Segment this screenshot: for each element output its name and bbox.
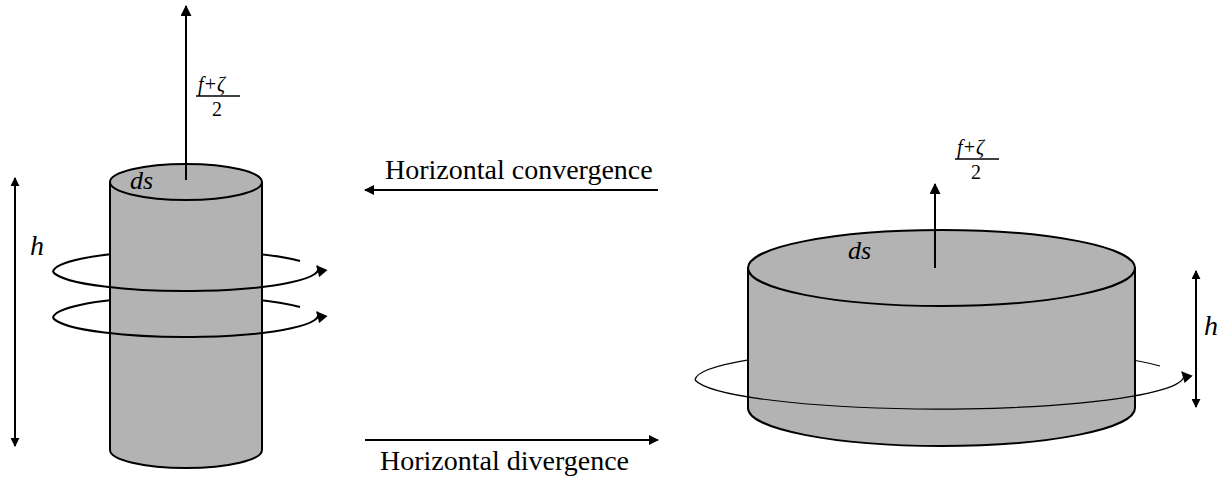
fluid-column: ds [110,164,262,468]
area-label: ds [130,168,153,194]
fraction-term: f+ζ [957,137,984,157]
vorticity-arrow [185,6,187,180]
area-label: ds [848,238,871,264]
flow-label: Horizontal convergence [385,156,653,184]
fraction-term: 2 [212,99,222,119]
height-label: h [30,232,44,260]
height-arrow [1195,271,1197,407]
cylinder-body [110,182,262,468]
fraction-term: f+ζ [198,74,225,94]
flow-label: Horizontal divergence [380,447,629,475]
height-arrow [14,178,16,446]
cylinder-top [748,230,1135,306]
vorticity-arrow [934,184,936,268]
height-label: h [1204,312,1218,340]
cylinder-shape [746,228,1137,448]
fraction-term: 2 [971,162,981,182]
rotation-arc [695,372,1184,409]
rotation-arc [53,266,318,291]
rotation-arc [53,312,318,337]
fraction-bar [196,95,240,96]
flow-arrow [365,439,658,441]
cylinder-shape [108,162,264,470]
fraction-bar [955,158,999,159]
flow-arrow [365,189,658,191]
fluid-column: ds [748,230,1135,446]
